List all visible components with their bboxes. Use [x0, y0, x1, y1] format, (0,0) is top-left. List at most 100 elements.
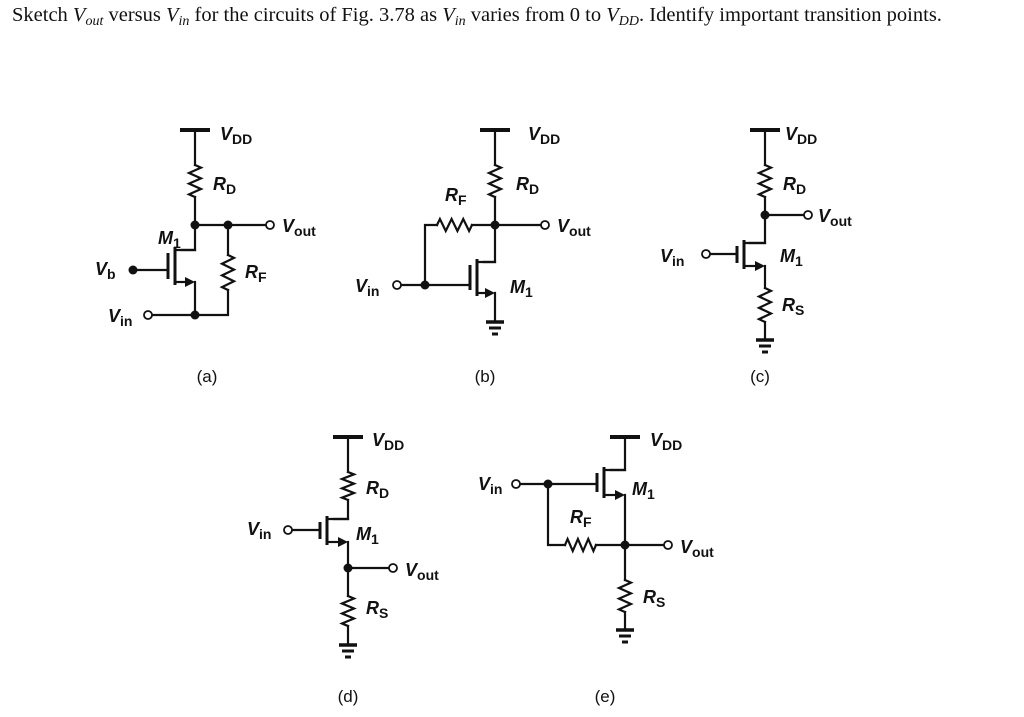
figure-caption: (d) [338, 687, 359, 706]
rf-label-sub: F [258, 269, 267, 285]
resistor [756, 286, 774, 324]
vdd-label-sub: DD [662, 437, 682, 453]
wire [609, 435, 627, 472]
vdd-label: VDD [650, 430, 682, 453]
terminal [265, 220, 275, 230]
terminal [392, 280, 402, 290]
vin-label-main: V [108, 306, 122, 326]
vout-label: Vout [680, 537, 714, 560]
wire [546, 482, 567, 547]
m1-label: M1 [510, 277, 533, 300]
rf-label-main: R [570, 507, 583, 527]
resistor [563, 536, 598, 554]
rs-label: RS [366, 598, 388, 621]
source-arrow [485, 288, 495, 298]
node-dot [420, 280, 430, 290]
rf-label-sub: F [583, 514, 592, 530]
problem-statement: Sketch Vout versus Vin for the circuits … [12, 4, 942, 29]
terminal [283, 525, 293, 535]
vout-label-sub: out [294, 223, 316, 239]
wire [748, 195, 767, 245]
rs-label-main: R [782, 295, 795, 315]
vin-label: Vin [355, 276, 379, 299]
rd-label-main: R [213, 174, 226, 194]
vout-label-main: V [680, 537, 694, 557]
rs-label-main: R [643, 587, 656, 607]
rs-label-sub: S [656, 594, 665, 610]
vout-label-main: V [557, 216, 571, 236]
resistor [219, 253, 237, 292]
source-arrow [185, 277, 195, 287]
m1-label: M1 [158, 228, 181, 251]
m1-label-main: M [510, 277, 526, 297]
rf-label-sub: F [458, 192, 467, 208]
vout-label-main: V [818, 206, 832, 226]
vout-label: Vout [405, 560, 439, 583]
rd-label: RD [516, 174, 539, 197]
vout-label: Vout [557, 216, 591, 239]
resistor [616, 578, 634, 614]
vin-label-main: V [660, 246, 674, 266]
vout-label: Vout [818, 206, 852, 229]
vdd-label-sub: DD [797, 131, 817, 147]
rd-label-sub: D [796, 181, 806, 197]
vdd-label-main: V [785, 124, 799, 144]
resistor [756, 163, 774, 199]
vb-label-sub: b [107, 266, 116, 282]
vin-label: Vin [660, 246, 684, 269]
vout-label-main: V [405, 560, 419, 580]
wire [150, 288, 230, 317]
vdd-label-sub: DD [384, 437, 404, 453]
vin-label-sub: in [672, 253, 684, 269]
vb-label: Vb [95, 259, 116, 282]
vdd-label: VDD [528, 124, 560, 147]
m1-label-sub: 1 [795, 253, 803, 269]
m1-label-main: M [158, 228, 174, 248]
resistor [186, 163, 204, 199]
vin-label: Vin [478, 474, 502, 497]
resistor [338, 470, 358, 502]
node-dot [128, 265, 138, 275]
rf-label-main: R [445, 185, 458, 205]
vout-label-main: V [282, 216, 296, 236]
m1-label-sub: 1 [525, 284, 533, 300]
m1-label-main: M [356, 524, 372, 544]
node-dot [760, 210, 770, 220]
m1-label: M1 [780, 246, 803, 269]
node-dot [343, 563, 353, 573]
terminal [388, 563, 398, 573]
rd-label: RD [783, 174, 806, 197]
source-arrow [755, 261, 765, 271]
vout-label-sub: out [569, 223, 591, 239]
figure-caption: (e) [595, 687, 616, 706]
rs-label-sub: S [795, 302, 804, 318]
source-arrow [615, 490, 625, 500]
rd-label-main: R [516, 174, 529, 194]
figure-caption: (c) [750, 367, 770, 386]
vout-label-sub: out [417, 567, 439, 583]
vout-label: Vout [282, 216, 316, 239]
vin-label-sub: in [259, 526, 271, 542]
node-dot [620, 540, 630, 550]
node-dot [190, 220, 200, 230]
rs-label: RS [643, 587, 665, 610]
rs-label: RS [782, 295, 804, 318]
vin-label-main: V [247, 519, 261, 539]
vdd-label-main: V [220, 124, 234, 144]
vin-label-sub: in [120, 313, 132, 329]
rd-label-sub: D [226, 181, 236, 197]
wire [423, 223, 439, 287]
terminal [540, 220, 550, 230]
m1-label-sub: 1 [371, 531, 379, 547]
vin-label-main: V [355, 276, 369, 296]
rd-label: RD [213, 174, 236, 197]
terminal [663, 540, 673, 550]
figure-caption: (b) [475, 367, 496, 386]
rs-label-main: R [366, 598, 379, 618]
m1-label: M1 [356, 524, 379, 547]
resistor [339, 594, 357, 628]
resistor [435, 216, 474, 234]
vdd-label-sub: DD [540, 131, 560, 147]
